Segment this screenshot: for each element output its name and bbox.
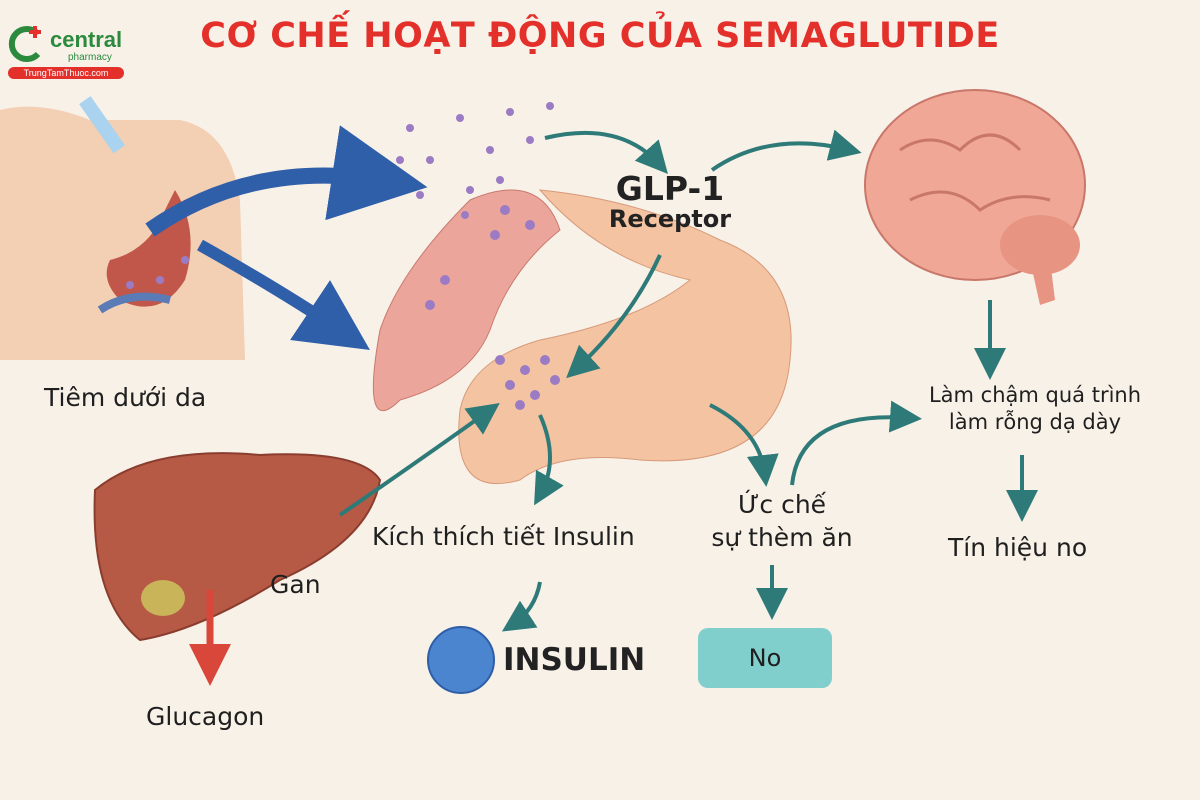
arrow-to-receptor bbox=[544, 130, 668, 174]
arrow-liver-to-pancreas bbox=[338, 403, 500, 517]
insulin-label: INSULIN bbox=[503, 642, 646, 678]
blue-arrow-to-pancreas bbox=[197, 239, 370, 350]
page-title: CƠ CHẾ HOẠT ĐỘNG CỦA SEMAGLUTIDE bbox=[200, 16, 1000, 56]
arrow-to-slow bbox=[790, 400, 922, 486]
arrow-to-brain bbox=[710, 129, 862, 172]
arrow-to-insulin-label bbox=[534, 414, 564, 506]
slow-line2: làm rỗng dạ dày bbox=[948, 410, 1122, 434]
blue-arrow-to-receptor bbox=[145, 125, 428, 237]
semaglutide-molecules bbox=[126, 102, 560, 410]
receptor-sub: Receptor bbox=[608, 204, 732, 233]
insulin-ball-icon bbox=[427, 626, 495, 694]
stimulate-insulin-label: Kích thích tiết Insulin bbox=[372, 522, 635, 551]
brain-illustration bbox=[864, 89, 1086, 305]
arrow-to-insulin bbox=[501, 581, 542, 632]
logo-brand: central bbox=[50, 27, 123, 52]
injection-label: Tiêm dưới da bbox=[44, 383, 207, 412]
glucagon-label: Glucagon bbox=[146, 702, 265, 731]
arrow-to-suppress bbox=[709, 403, 779, 487]
liver-illustration bbox=[93, 452, 382, 642]
logo-sub: pharmacy bbox=[68, 52, 112, 63]
slow-gastric-emptying-label: Làm chậm quá trình làm rỗng dạ dày bbox=[905, 382, 1165, 436]
receptor-title: GLP-1 bbox=[615, 169, 725, 208]
glp1-receptor-label: GLP-1 Receptor bbox=[590, 169, 750, 233]
torso-illustration bbox=[0, 96, 245, 361]
arrow-receptor-to-pancreas bbox=[566, 254, 662, 379]
slow-line1: Làm chậm quá trình bbox=[928, 383, 1142, 407]
pancreas-illustration bbox=[458, 189, 792, 485]
suppress-line1: Ức chế bbox=[737, 490, 827, 519]
central-pharmacy-logo-icon bbox=[8, 26, 41, 62]
liver-label: Gan bbox=[270, 570, 321, 599]
gallbladder bbox=[141, 580, 185, 616]
logo-site: TrungTamThuoc.com bbox=[8, 67, 124, 79]
intestine-illustration bbox=[372, 189, 561, 412]
suppress-line2: sự thèm ăn bbox=[711, 523, 853, 552]
satiety-signal-label: Tín hiệu no bbox=[948, 533, 1088, 562]
suppress-appetite-label: Ức chế sự thèm ăn bbox=[682, 488, 882, 554]
no-satiety-box: No bbox=[698, 628, 832, 688]
